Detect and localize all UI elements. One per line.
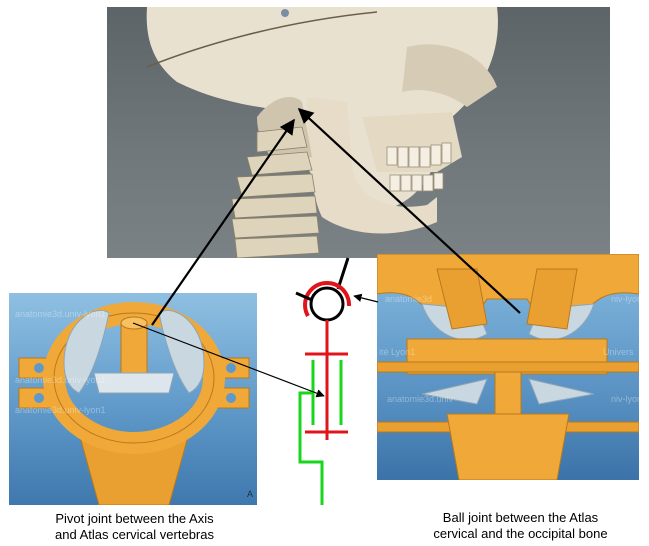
ball-joint-caption: Ball joint between the Atlas cervical an… <box>398 510 643 542</box>
pivot-joint-caption: Pivot joint between the Axis and Atlas c… <box>12 511 257 543</box>
pivot-joint-symbol <box>300 354 348 505</box>
